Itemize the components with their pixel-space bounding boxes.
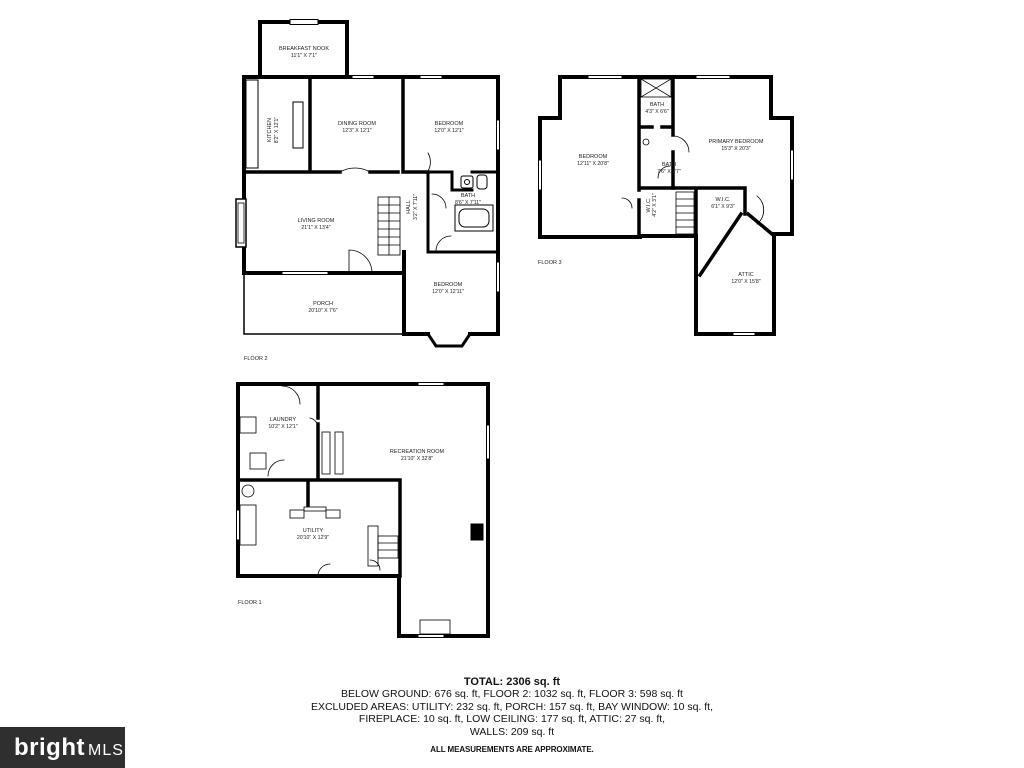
room-dims-wic-right: 6'1" X 9'3" — [711, 204, 735, 210]
room-dims-bedroom-f2-top: 12'0" X 12'1" — [434, 128, 463, 134]
logo-text: bright — [14, 733, 85, 761]
area-breakdown-line-2: EXCLUDED AREAS: UTILITY: 232 sq. ft, POR… — [310, 700, 714, 713]
room-dims-living-room: 21'1" X 13'4" — [301, 225, 330, 231]
total-area: TOTAL: 2306 sq. ft — [463, 676, 561, 688]
floor-3-plan — [538, 75, 794, 336]
room-dims-bath-f3-small: 4'3" X 6'6" — [645, 109, 669, 115]
room-dims-bath-f2: 8'6" X 7'11" — [455, 200, 481, 206]
room-dims-kitchen: 8'2" X 12'1" — [274, 117, 280, 144]
logo-suffix: MLS — [87, 741, 124, 759]
room-dims-recreation-room: 21'10" X 32'8" — [401, 456, 433, 462]
room-dims-laundry: 10'2" X 12'1" — [268, 424, 297, 430]
room-label-bath-f3: BATH — [662, 162, 676, 168]
area-breakdown-line-4: WALLS: 209 sq. ft — [469, 725, 555, 738]
room-label-hall: HALL — [406, 200, 412, 214]
support-column — [470, 523, 484, 541]
room-label-bedroom-f3: BEDROOM — [579, 154, 608, 160]
floor-plan-drawing: BREAKFAST NOOK 11'1" X 7'1" KITCHEN 8'2"… — [235, 19, 794, 638]
room-label-bath-f3-small: BATH — [650, 102, 664, 108]
breakfast-nook-window — [289, 19, 319, 25]
room-label-kitchen: KITCHEN — [267, 118, 273, 142]
breakfast-nook-walls — [258, 20, 349, 79]
floor-1-plan — [236, 382, 490, 638]
porch-outline — [243, 274, 405, 335]
room-dims-bedroom-f3: 12'11" X 20'8" — [577, 161, 609, 167]
floor-3-outer-walls — [538, 75, 794, 336]
room-dims-breakfast-nook: 11'1" X 7'1" — [291, 53, 317, 59]
bay-window — [425, 331, 473, 348]
room-label-porch: PORCH — [313, 301, 333, 307]
room-label-primary-bedroom: PRIMARY BEDROOM — [709, 139, 764, 145]
floor-3-interior-walls — [637, 75, 747, 239]
room-dims-porch: 20'10" X 7'6" — [308, 308, 337, 314]
room-label-recreation-room: RECREATION ROOM — [390, 449, 445, 455]
bath-fixtures-f2 — [454, 174, 494, 232]
area-breakdown-line-3: FIREPLACE: 10 sq. ft, LOW CEILING: 177 s… — [358, 713, 666, 726]
floor-label-1: FLOOR 1 — [238, 600, 262, 606]
floor-2-stairs — [377, 196, 401, 256]
room-label-attic: ATTIC — [738, 272, 754, 278]
floor-2-plan — [235, 19, 500, 348]
room-label-breakfast-nook: BREAKFAST NOOK — [279, 46, 329, 52]
floor-1-outer-walls — [236, 382, 490, 638]
area-summary: TOTAL: 2306 sq. ft BELOW GROUND: 676 sq.… — [0, 676, 1024, 756]
room-dims-bath-f3: 7'6" X 7'7" — [657, 169, 681, 175]
room-dims-hall: 3'2" X 7'11" — [413, 194, 419, 220]
floor-2-interior-walls — [242, 76, 430, 174]
room-label-bedroom-f2-top: BEDROOM — [435, 121, 464, 127]
room-dims-bedroom-f2-bottom: 12'0" X 12'11" — [432, 289, 464, 295]
floor-label-2: FLOOR 2 — [244, 356, 268, 362]
room-label-living-room: LIVING ROOM — [298, 218, 335, 224]
room-label-dining-room: DINING ROOM — [338, 121, 376, 127]
room-dims-dining-room: 12'3" X 12'1" — [342, 128, 371, 134]
room-dims-attic: 12'0" X 15'8" — [731, 279, 760, 285]
room-dims-primary-bedroom: 15'3" X 20'3" — [721, 146, 750, 152]
room-dims-wic-left: 4'2" X 3'1" — [652, 193, 658, 217]
fireplace — [235, 198, 247, 248]
room-label-bedroom-f2-bottom: BEDROOM — [434, 282, 463, 288]
kitchen-counter — [245, 79, 259, 169]
room-dims-utility: 20'10" X 12'9" — [297, 535, 329, 541]
shower-f3 — [640, 78, 672, 98]
room-label-utility: UTILITY — [303, 528, 324, 534]
measurement-disclaimer: ALL MEASUREMENTS ARE APPROXIMATE. — [430, 745, 594, 755]
area-breakdown-line-1: BELOW GROUND: 676 sq. ft, FLOOR 2: 1032 … — [341, 688, 683, 701]
floor-1-stairs — [377, 535, 399, 559]
floor-label-3: FLOOR 3 — [538, 260, 562, 266]
room-label-wic-left: W.I.C. — [646, 197, 652, 212]
room-label-bath-f2: BATH — [461, 193, 475, 199]
room-label-wic-right: W.I.C. — [716, 197, 731, 203]
floor-1-interior-walls — [236, 384, 402, 578]
floor-3-stairs — [675, 191, 695, 235]
room-label-laundry: LAUNDRY — [270, 417, 297, 423]
